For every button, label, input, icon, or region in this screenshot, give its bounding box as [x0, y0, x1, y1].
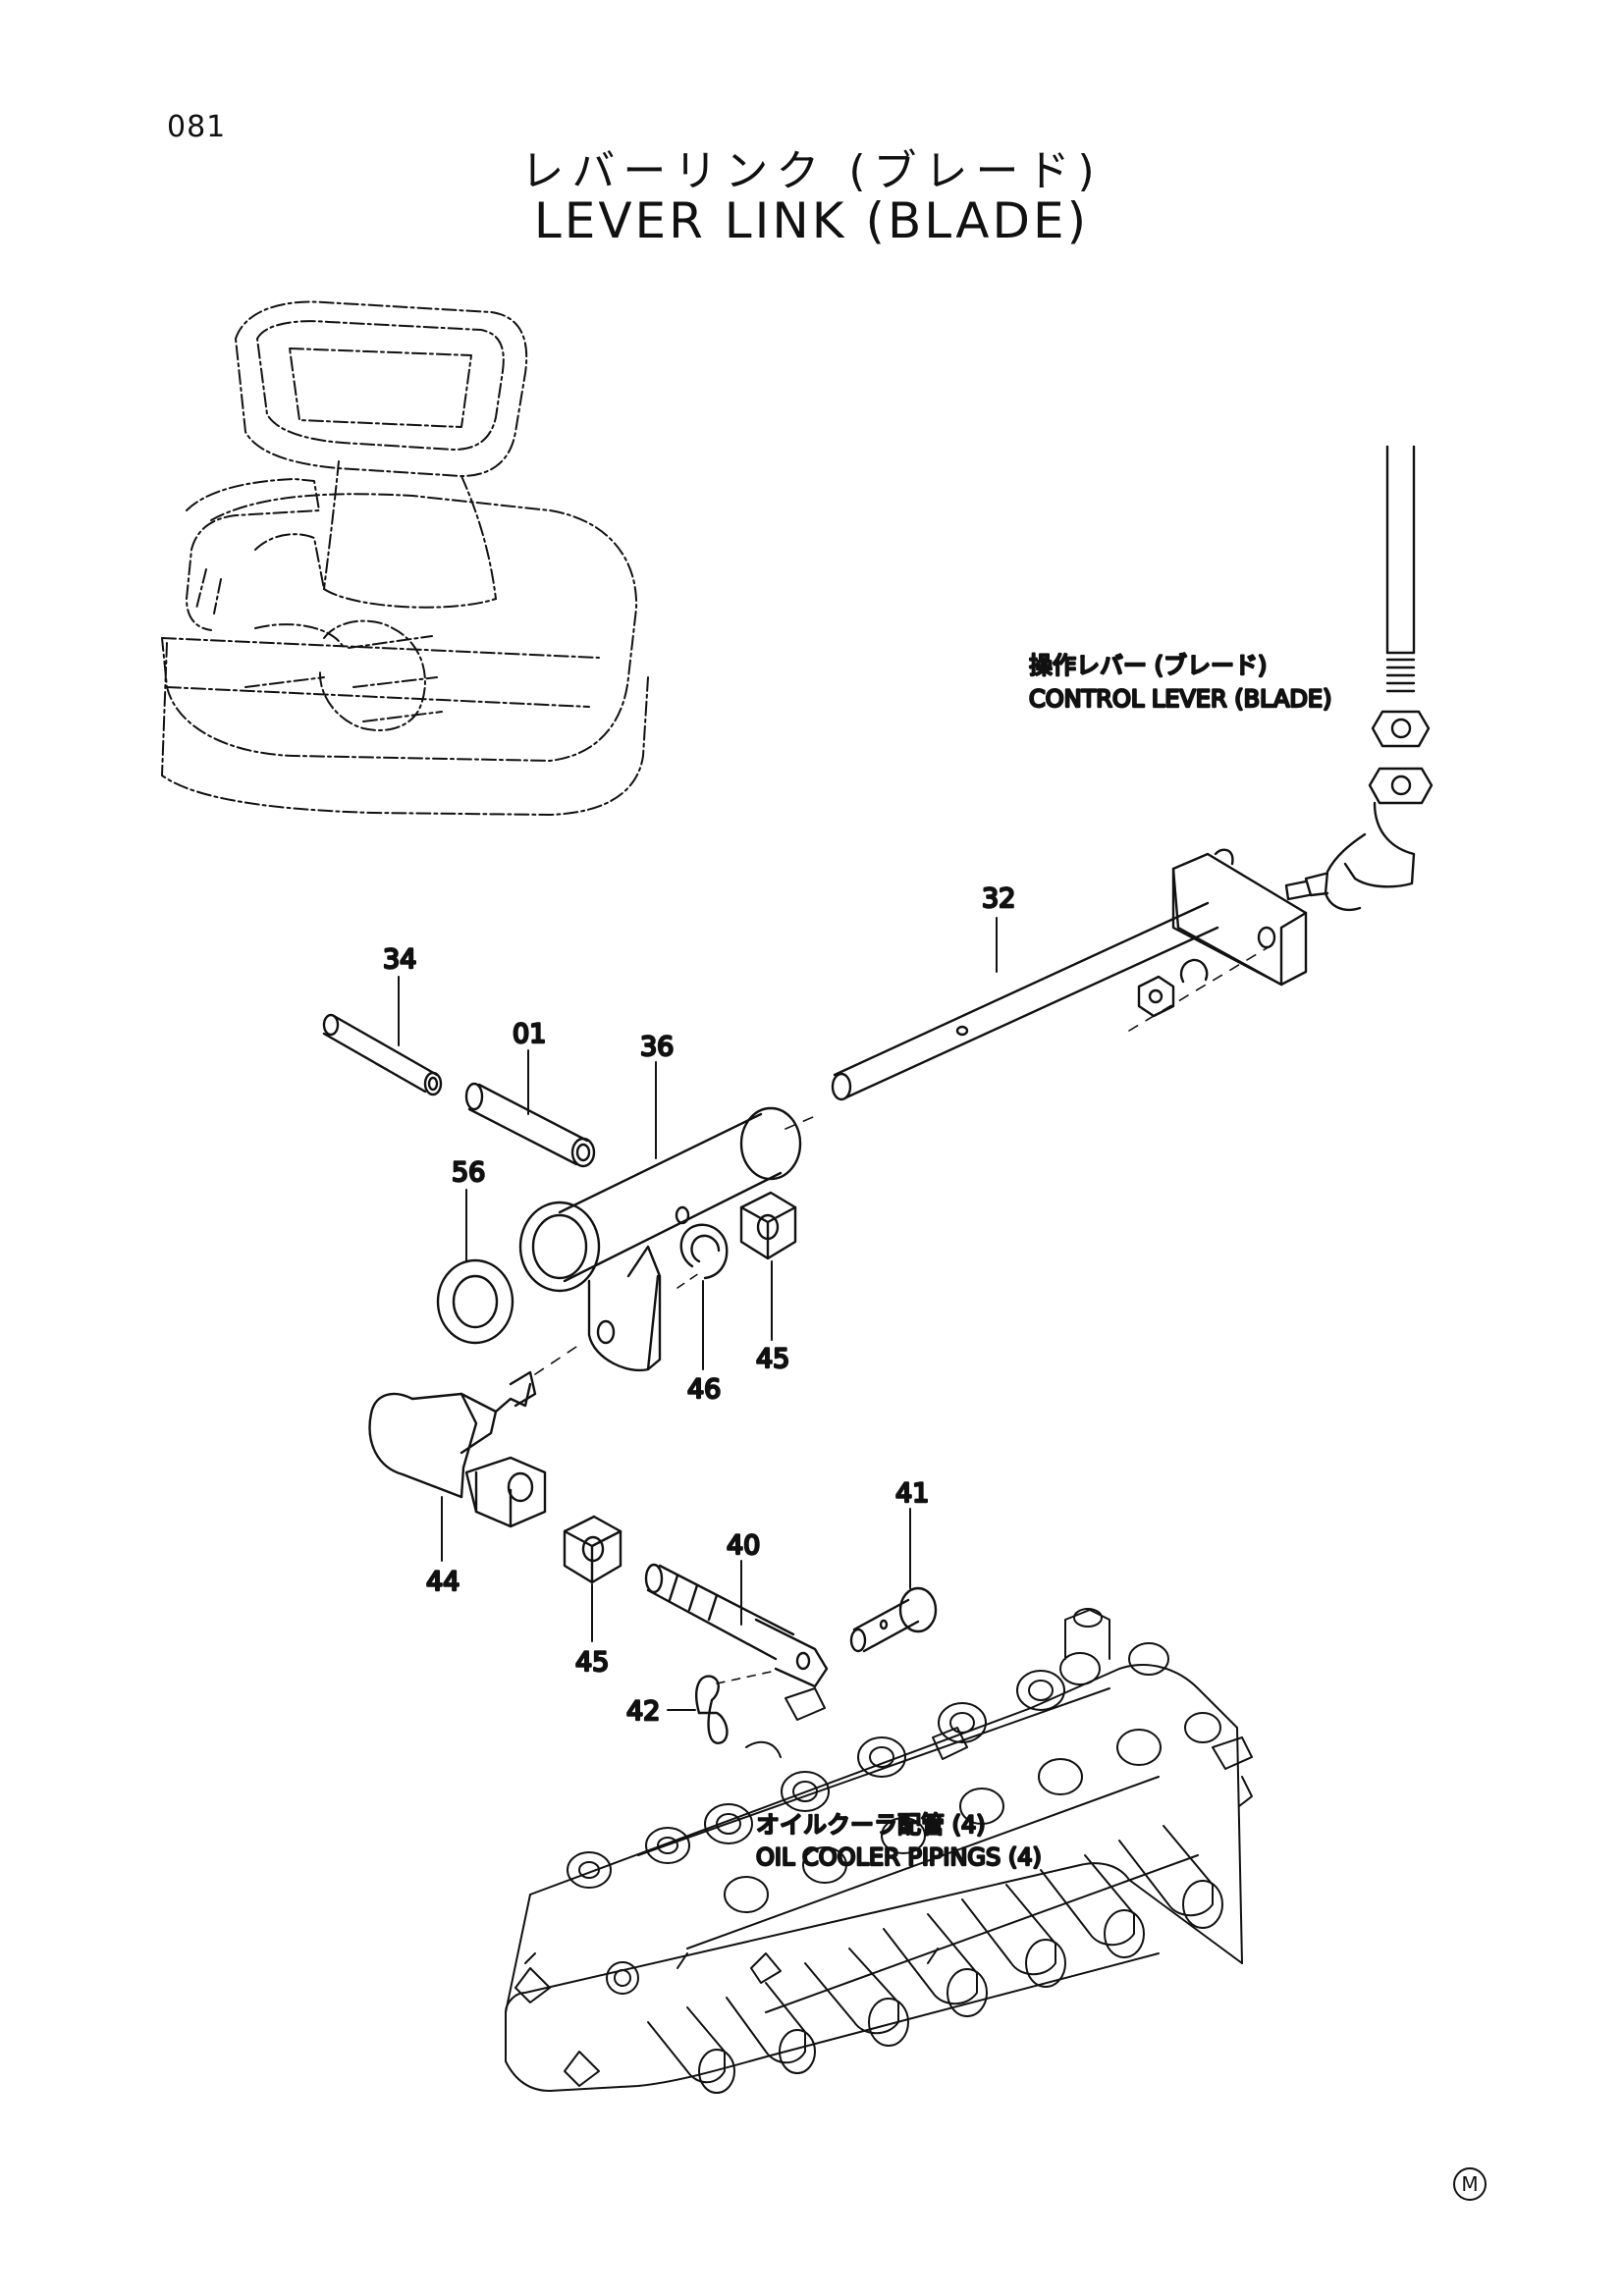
manufacturer-mark: M [1453, 2167, 1487, 2201]
bushing-01 [464, 1082, 596, 1168]
control-valve-assembly [505, 1608, 1253, 2094]
hex-nut-45-lower [563, 1515, 622, 1584]
part-label-46: 46 [687, 1374, 721, 1405]
roll-pin-34 [322, 1013, 443, 1096]
spool-ends [647, 1825, 1223, 2094]
pin-40 [644, 1563, 829, 1688]
lock-washer-upper [1179, 958, 1209, 984]
part-label-45-upper: 45 [756, 1344, 789, 1374]
ball-joint-44 [368, 1344, 580, 1528]
lever-tube-36 [518, 1106, 821, 1372]
r-pin-42 [695, 1670, 777, 1744]
title-japanese: レバーリンク (ブレード) [520, 146, 1103, 196]
page-number: 081 [167, 110, 227, 144]
part-label-41: 41 [895, 1478, 929, 1509]
snap-ring-46 [676, 1223, 729, 1289]
part-label-32: 32 [982, 883, 1015, 914]
part-label-45-lower: 45 [575, 1647, 609, 1678]
hex-nut-45-upper [739, 1191, 797, 1260]
part-label-36: 36 [640, 1032, 674, 1062]
shaft-32 [831, 848, 1308, 1101]
callout-oil-cooler-en: OIL COOLER PIPINGS (4) [756, 1843, 1042, 1871]
title-english: LEVER LINK (BLADE) [533, 192, 1090, 249]
part-label-01: 01 [513, 1019, 546, 1049]
nut-upper-shaft [1137, 975, 1175, 1018]
control-lever-rod [1284, 445, 1434, 912]
seat-console-context [161, 300, 649, 816]
callout-oil-cooler: オイルクーラ配管 (4) OIL COOLER PIPINGS (4) [755, 1810, 1043, 1872]
hex-nut-upper [1371, 710, 1431, 748]
callout-oil-cooler-ja: オイルクーラ配管 (4) [756, 1811, 986, 1839]
part-label-42: 42 [626, 1696, 660, 1727]
part-labels: 32 34 01 36 56 46 45 44 45 40 41 42 [382, 882, 1017, 1728]
callout-control-lever: 操作レバー (ブレード) CONTROL LEVER (BLADE) [1028, 651, 1333, 714]
leader-lines [398, 917, 998, 1711]
callout-control-lever-en: CONTROL LEVER (BLADE) [1029, 685, 1331, 713]
callout-control-lever-ja: 操作レバー (ブレード) [1029, 652, 1267, 679]
part-label-56: 56 [452, 1157, 485, 1188]
part-label-34: 34 [383, 944, 416, 975]
part-label-44: 44 [426, 1567, 460, 1597]
valve-spools [567, 1642, 1221, 1913]
washer-56 [436, 1258, 514, 1345]
part-label-40: 40 [727, 1530, 760, 1561]
valve-fittings [514, 1608, 1253, 2087]
clevis-pin-41 [849, 1586, 938, 1653]
